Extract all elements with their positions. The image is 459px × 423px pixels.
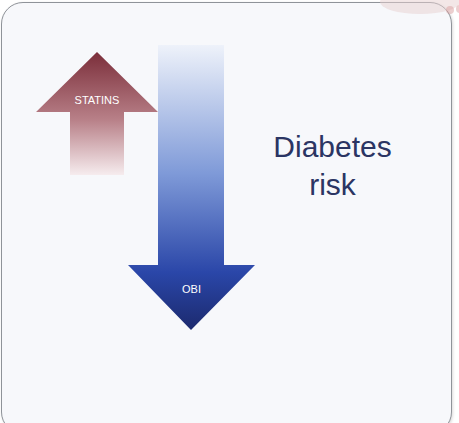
arrow-label: OBI [128, 283, 255, 295]
up-arrow: STATINS [36, 52, 158, 175]
slide-panel [1, 2, 452, 423]
decorative-cells [300, 0, 459, 20]
axis-label: Diabetes risk [270, 128, 395, 204]
down-arrow: OBI [128, 45, 255, 330]
arrow-label: STATINS [36, 94, 158, 106]
arrow-shape [36, 52, 158, 175]
